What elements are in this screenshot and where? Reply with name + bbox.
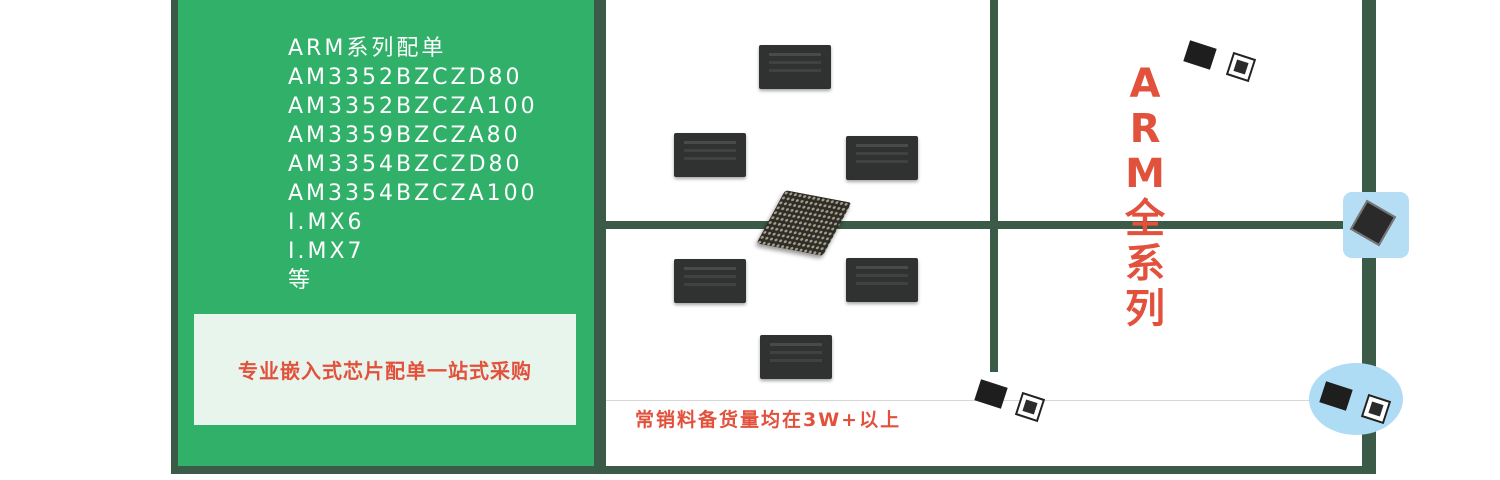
ic-chip-icon [674,133,746,177]
list-item: I.MX7 [288,239,365,264]
vertical-divider [990,0,998,372]
list-item: AM3354BZCZD80 [288,152,523,177]
title-char: 全 [1125,196,1165,242]
list-item: 等 [288,268,314,293]
arm-vertical-title: A R M 全 系 列 [1118,62,1172,332]
slogan-text: 专业嵌入式芯片配单一站式采购 [238,359,532,383]
ic-chip-icon [846,258,918,302]
ic-chip-icon [760,335,832,379]
stock-note: 常销料备货量均在3W+以上 [635,409,902,431]
ic-chip-icon [759,45,831,89]
slogan-box: 专业嵌入式芯片配单一站式采购 [194,314,576,425]
list-item: AM3354BZCZA100 [288,181,538,206]
list-heading: ARM系列配单 [288,36,447,61]
list-item: AM3352BZCZA100 [288,94,538,119]
title-char: A [1129,61,1161,107]
list-item: AM3359BZCZA80 [288,123,521,148]
list-item: I.MX6 [288,210,365,235]
title-char: M [1125,151,1165,197]
ic-chip-icon [674,259,746,303]
ic-chip-icon [846,136,918,180]
title-char: 列 [1125,286,1165,332]
title-char: 系 [1125,241,1165,287]
title-char: R [1129,106,1161,152]
horizontal-divider [606,221,1362,229]
list-item: AM3352BZCZD80 [288,65,523,90]
part-list: ARM系列配单 AM3352BZCZD80 AM3352BZCZA100 AM3… [288,34,538,295]
